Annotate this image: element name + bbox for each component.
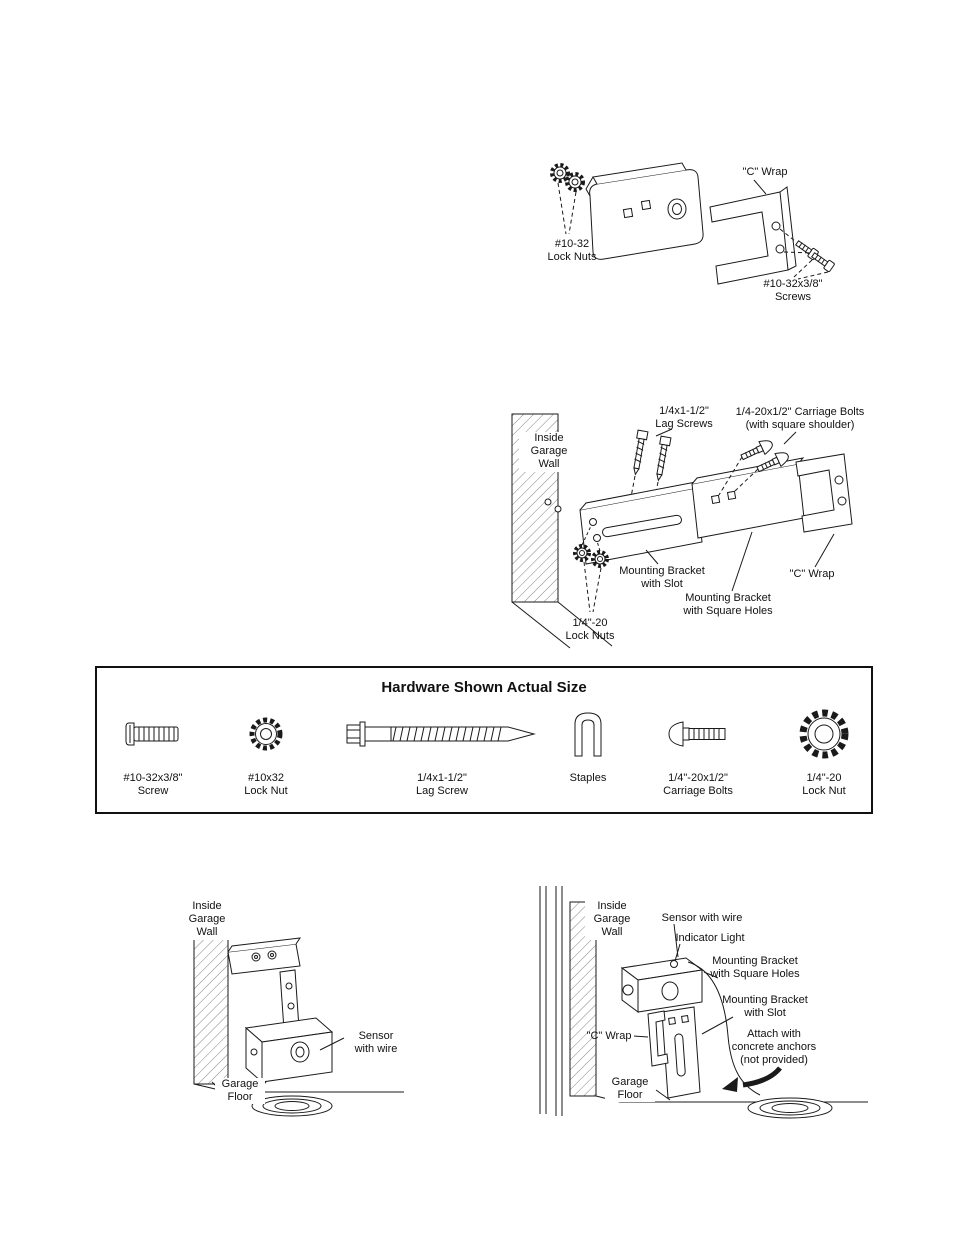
wall-mount-diagram: 1/4x1-1/2" Lag Screws 1/4-20x1/2" Carria…	[500, 398, 890, 654]
hardware-item-machine-screw: #10-32x3/8" Screw	[103, 702, 203, 798]
hardware-box-title: Hardware Shown Actual Size	[381, 679, 587, 696]
hardware-item-lag-screw: 1/4x1-1/2" Lag Screw	[337, 702, 547, 798]
hardware-item-large-lock-nut: 1/4"-20 Lock Nut	[774, 702, 874, 798]
hardware-item-small-lock-nut: #10x32 Lock Nut	[216, 702, 316, 798]
hardware-item-label: 1/4x1-1/2" Lag Screw	[416, 772, 468, 798]
c-wrap-label: "C" Wrap	[789, 568, 835, 580]
lag-screws-label: 1/4x1-1/2" Lag Screws	[655, 405, 713, 431]
wire-coil-drawing	[747, 1097, 833, 1119]
concrete-sensor-illustration	[539, 886, 868, 1119]
bracket-square-holes-label: Mounting Bracket with Square Holes	[683, 592, 773, 618]
c-wrap-drawing	[709, 186, 797, 285]
c-wrap-label: "C" Wrap	[586, 1030, 632, 1042]
bracket-assembly-illustration	[550, 162, 835, 285]
anchor-arrow	[722, 1066, 782, 1092]
screws-drawing	[795, 240, 835, 273]
bracket-with-slot-drawing	[579, 480, 703, 565]
carriage-bolt-icon	[638, 702, 758, 766]
carriage-bolts-label: 1/4-20x1/2" Carriage Bolts (with square …	[735, 406, 865, 432]
sensor-with-wire-label: Sensor with wire	[661, 912, 743, 924]
concrete-anchors-label: Attach with concrete anchors (not provid…	[731, 1028, 817, 1067]
lag-screw-icon	[337, 702, 547, 766]
inside-garage-wall-label: Inside Garage Wall	[585, 900, 639, 940]
bracket-square-holes-label: Mounting Bracket with Square Holes	[710, 955, 800, 981]
inside-garage-wall-label: Inside Garage Wall	[179, 900, 235, 940]
hardware-item-staples: Staples	[543, 702, 633, 785]
garage-floor-label: Garage Floor	[605, 1076, 655, 1103]
garage-floor-label: Garage Floor	[215, 1078, 265, 1105]
lock-nuts-drawing	[550, 163, 585, 192]
hardware-item-label: #10-32x3/8" Screw	[123, 772, 183, 798]
door-track-drawing	[539, 886, 563, 1116]
bracket-assembly-diagram: #10-32 Lock Nuts "C" Wrap #10-32x3/8" Sc…	[540, 152, 870, 314]
lock-nuts-label: #10-32 Lock Nuts	[547, 238, 597, 264]
hardware-item-label: 1/4"-20 Lock Nut	[802, 772, 846, 798]
concrete-sensor-diagram: Inside Garage Wall Sensor with wire Indi…	[528, 884, 878, 1142]
sensor-head-drawing	[620, 957, 704, 1013]
floor-sensor-diagram: Inside Garage Wall Sensor with wire Gara…	[168, 886, 408, 1136]
inside-garage-wall-label: Inside Garage Wall	[519, 432, 579, 472]
small-keps-nut-icon	[216, 702, 316, 766]
lock-nuts-drawing	[573, 544, 609, 568]
c-wrap-drawing	[647, 1010, 669, 1067]
c-wrap-drawing	[795, 453, 853, 533]
lock-nuts-label: 1/4"-20 Lock Nuts	[565, 617, 615, 643]
lag-screws-drawing	[633, 429, 672, 482]
carriage-bolts-drawing	[740, 440, 789, 473]
hardware-actual-size-box: Hardware Shown Actual Size #10-32x3/8" S…	[95, 666, 873, 814]
bracket-slot-label: Mounting Bracket with Slot	[619, 565, 705, 591]
mounting-bracket-drawing	[227, 937, 302, 975]
machine-screw-icon	[103, 702, 203, 766]
hardware-item-label: Staples	[569, 772, 607, 784]
staple-icon	[543, 702, 633, 766]
hardware-item-label: #10x32 Lock Nut	[244, 772, 288, 798]
floor-sensor-illustration	[193, 911, 404, 1117]
hardware-item-carriage-bolt: 1/4"-20x1/2" Carriage Bolts	[638, 702, 758, 798]
screws-label: #10-32x3/8" Screws	[763, 278, 823, 304]
sensor-with-wire-label: Sensor with wire	[354, 1030, 398, 1056]
large-keps-nut-icon	[774, 702, 874, 766]
c-wrap-label: "C" Wrap	[742, 166, 788, 178]
sensor-drawing	[244, 1017, 334, 1084]
wire-coil-drawing	[251, 1095, 333, 1117]
slot-bracket-drawing	[661, 1006, 701, 1099]
bracket-with-square-holes-drawing	[691, 457, 805, 539]
sensor-bracket-drawing	[585, 162, 704, 260]
hardware-item-label: 1/4"-20x1/2" Carriage Bolts	[663, 772, 733, 798]
indicator-light-label: Indicator Light	[675, 932, 745, 944]
bracket-slot-label: Mounting Bracket with Slot	[722, 994, 808, 1020]
